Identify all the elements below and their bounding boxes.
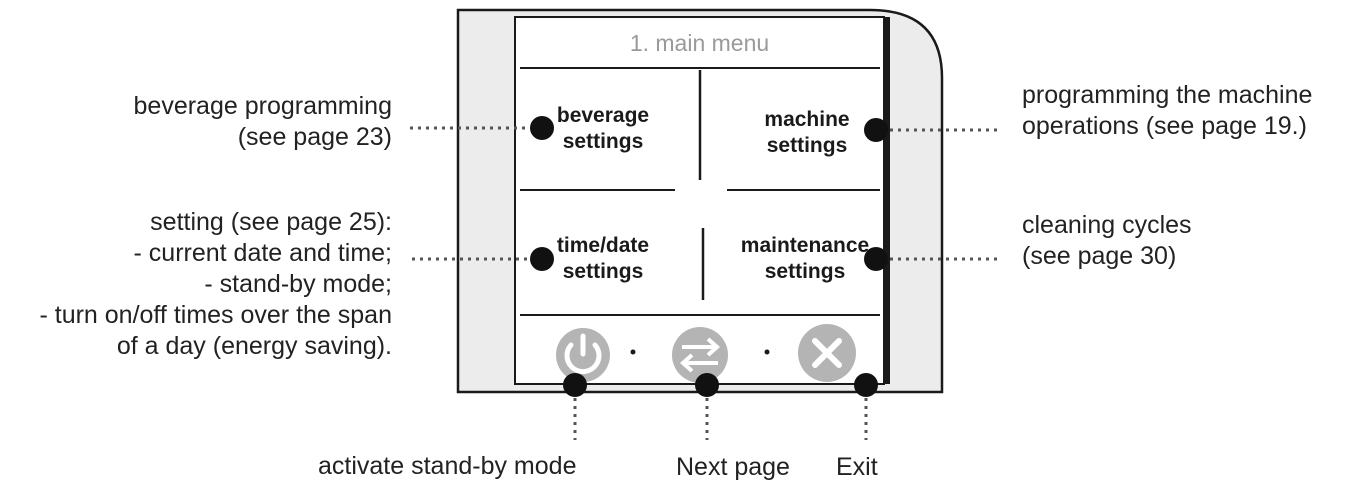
callout-timedate-line5: of a day (energy saving).: [116, 332, 392, 360]
callout-timedate: setting (see page 25): - current date an…: [0, 207, 392, 362]
callout-timedate-line1: setting (see page 25):: [150, 208, 392, 236]
timedate-settings-button[interactable]: time/date settings: [548, 233, 658, 285]
power-icon: [556, 328, 610, 382]
exit-icon: [798, 324, 856, 382]
machine-settings-line1: machine: [764, 108, 850, 131]
callout-exit: Exit: [836, 453, 878, 481]
callout-maintenance: cleaning cycles (see page 30): [1022, 210, 1322, 272]
callout-timedate-line4: - turn on/off times over the span: [39, 301, 392, 329]
next-page-icon: [672, 327, 728, 383]
timedate-settings-line1: time/date: [556, 234, 650, 257]
bottom-dot-right: [764, 349, 770, 355]
callout-timedate-line2: - current date and time;: [133, 239, 392, 267]
maintenance-settings-button[interactable]: maintenance settings: [738, 233, 872, 285]
maintenance-settings-line1: maintenance: [740, 234, 870, 257]
marker-next: [695, 373, 719, 397]
callout-machine-line1: programming the machine: [1022, 81, 1313, 109]
callout-timedate-line3: - stand-by mode;: [204, 270, 392, 298]
maintenance-settings-line2: settings: [764, 260, 846, 283]
callout-beverage-line1: beverage programming: [133, 92, 392, 120]
marker-maintenance: [864, 247, 888, 271]
marker-standby: [563, 373, 587, 397]
callout-maintenance-line2: (see page 30): [1022, 242, 1177, 270]
callout-beverage-line2: (see page 23): [237, 123, 392, 151]
timedate-settings-line2: settings: [562, 260, 644, 283]
callout-machine-line2: operations (see page 19.): [1022, 112, 1307, 140]
screen-right-edge: [884, 17, 890, 384]
bottom-dot-left: [630, 349, 636, 355]
marker-beverage: [530, 116, 554, 140]
beverage-settings-button[interactable]: beverage settings: [553, 103, 653, 155]
callout-beverage: beverage programming (see page 23): [0, 91, 392, 153]
callout-next-page: Next page: [676, 453, 790, 481]
beverage-settings-line2: settings: [562, 130, 644, 153]
marker-timedate: [530, 247, 554, 271]
callout-machine: programming the machine operations (see …: [1022, 80, 1342, 142]
callout-standby: activate stand-by mode: [318, 452, 577, 480]
machine-settings-button[interactable]: machine settings: [752, 107, 862, 159]
machine-settings-line2: settings: [766, 134, 848, 157]
callout-maintenance-line1: cleaning cycles: [1022, 211, 1192, 239]
marker-machine: [864, 118, 888, 142]
marker-exit: [854, 373, 878, 397]
menu-title: 1. main menu: [629, 30, 770, 56]
beverage-settings-line1: beverage: [556, 104, 650, 127]
